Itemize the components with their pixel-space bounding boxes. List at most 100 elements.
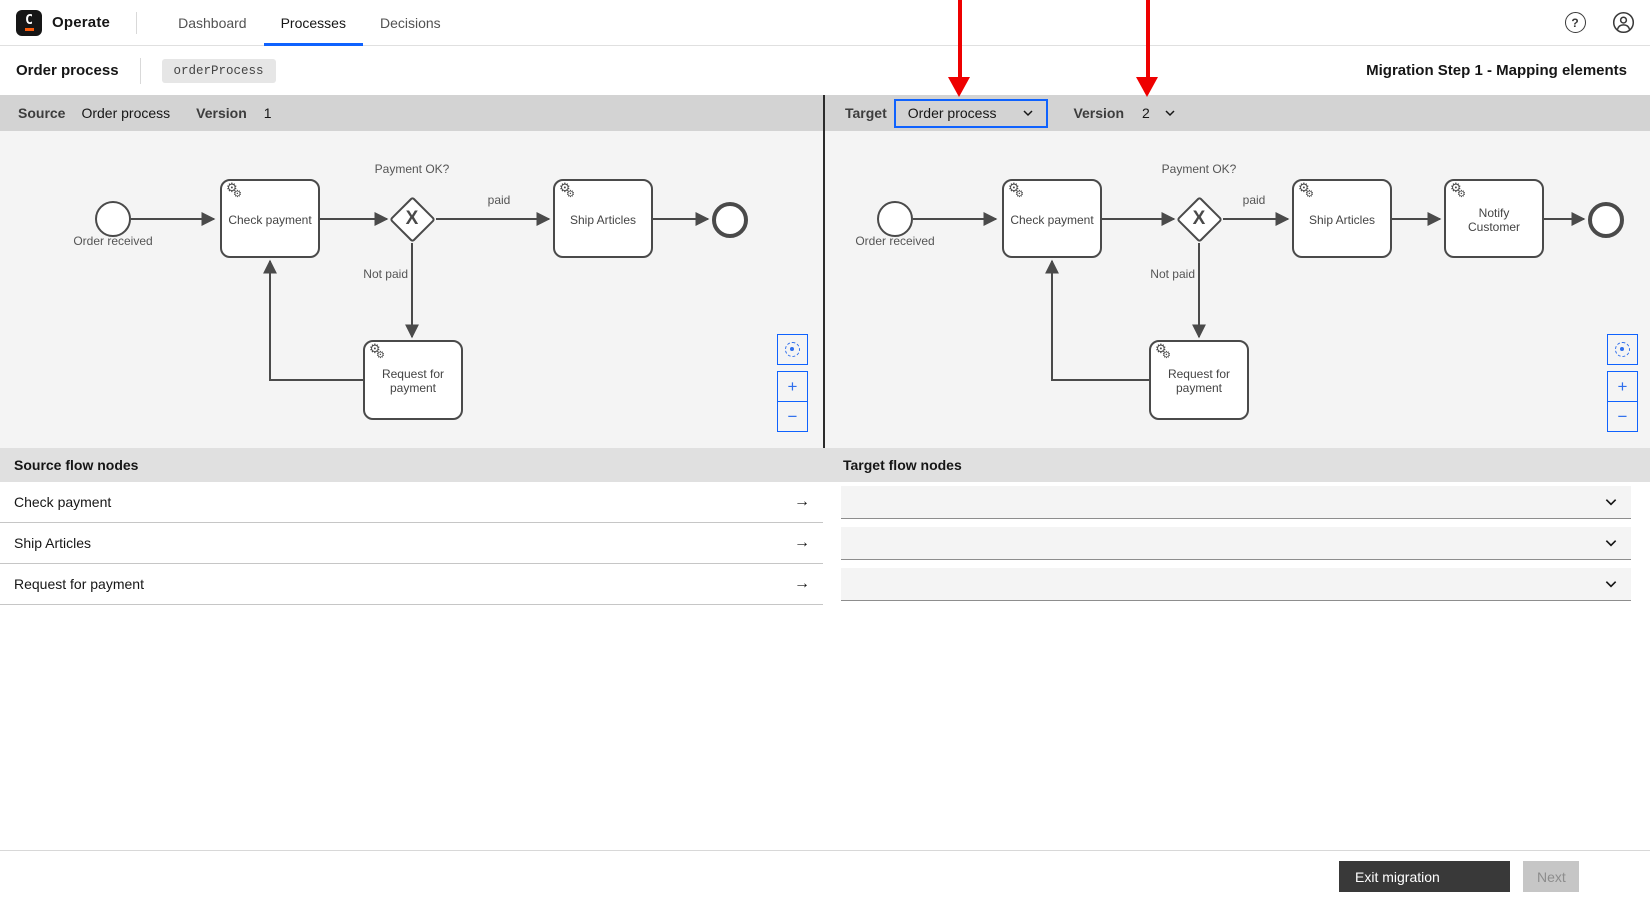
diagram-panels: Source Order process Version 1 xyxy=(0,95,1650,448)
source-flow-nodes-header: Source flow nodes xyxy=(14,457,139,473)
task-label: Notify Customer xyxy=(1467,205,1520,234)
target-version-value: 2 xyxy=(1142,105,1150,121)
service-task-icon: ⚙⚙ xyxy=(1008,181,1024,201)
target-flow-node-cell xyxy=(823,523,1650,564)
reset-zoom-icon xyxy=(785,342,800,357)
tab-decisions-label: Decisions xyxy=(379,14,441,31)
chevron-down-icon xyxy=(1023,110,1033,117)
source-flow-node-name: Request for payment xyxy=(14,576,144,592)
mapping-row: Check payment → xyxy=(0,482,1650,523)
task-request-for-payment[interactable]: ⚙⚙ Request for payment xyxy=(363,340,463,420)
reset-zoom-icon xyxy=(1615,342,1630,357)
process-id-badge: orderProcess xyxy=(161,58,276,83)
start-event-label: Order received xyxy=(73,234,153,248)
mapping-table-header: Source flow nodes Target flow nodes xyxy=(0,448,1650,482)
logo-cursor xyxy=(24,28,34,31)
task-check-payment[interactable]: ⚙⚙ Check payment xyxy=(220,179,320,258)
exit-migration-button[interactable]: Exit migration xyxy=(1339,861,1510,892)
diagram-reset-zoom-button[interactable] xyxy=(777,334,808,365)
target-diagram: Order received ⚙⚙ Check payment X Paymen… xyxy=(825,131,1650,448)
tab-dashboard-label: Dashboard xyxy=(178,14,247,31)
edge-label-not-paid: Not paid xyxy=(363,267,408,281)
task-request-for-payment[interactable]: ⚙⚙ Request for payment xyxy=(1149,340,1249,420)
gateway-x-marker: X xyxy=(405,208,419,229)
arrow-right-icon: → xyxy=(794,575,810,592)
arrow-right-icon: → xyxy=(794,493,810,510)
process-header-divider xyxy=(139,57,141,84)
user-button[interactable] xyxy=(1606,6,1640,40)
migration-step-title: Migration Step 1 - Mapping elements xyxy=(1366,62,1627,79)
tab-processes[interactable]: Processes xyxy=(264,0,363,46)
source-flow-node-cell: Check payment → xyxy=(0,482,823,523)
task-label: Ship Articles xyxy=(569,212,637,227)
edge-label-paid: paid xyxy=(1242,193,1266,207)
diagram-zoom-out-button[interactable]: − xyxy=(1607,401,1638,432)
service-task-icon: ⚙⚙ xyxy=(1155,342,1171,362)
footer-bar: Exit migration Next xyxy=(0,850,1650,900)
task-label: Check payment xyxy=(228,212,312,227)
next-button[interactable]: Next xyxy=(1523,861,1579,892)
target-flow-node-select[interactable] xyxy=(841,568,1631,601)
source-flow-node-name: Ship Articles xyxy=(14,535,92,551)
source-flow-node-cell: Ship Articles → xyxy=(0,523,823,564)
mapping-table: Source flow nodes Target flow nodes Chec… xyxy=(0,448,1650,605)
diagram-zoom-in-button[interactable]: + xyxy=(1607,371,1638,402)
source-label: Source xyxy=(18,105,66,121)
source-flow-node-cell: Request for payment → xyxy=(0,564,823,605)
task-ship-articles[interactable]: ⚙⚙ Ship Articles xyxy=(553,179,653,258)
diagram-zoom-in-button[interactable]: + xyxy=(777,371,808,402)
source-version-value: 1 xyxy=(263,105,272,121)
end-event xyxy=(1588,202,1624,238)
main-nav-tabs: Dashboard Processes Decisions xyxy=(161,0,458,46)
camunda-logo: C xyxy=(16,9,42,36)
edge-label-not-paid: Not paid xyxy=(1150,267,1195,281)
target-flow-node-cell xyxy=(823,564,1650,605)
mapping-row: Ship Articles → xyxy=(0,523,1650,564)
process-header: Order process orderProcess Migration Ste… xyxy=(0,46,1650,95)
app-title: Operate xyxy=(52,14,111,31)
start-event xyxy=(877,201,913,237)
source-panel-header: Source Order process Version 1 xyxy=(0,95,823,131)
user-icon xyxy=(1612,11,1634,34)
diagram-zoom-out-button[interactable]: − xyxy=(777,401,808,432)
help-icon: ? xyxy=(1564,12,1586,33)
tab-decisions[interactable]: Decisions xyxy=(363,0,458,46)
source-diagram: Order received ⚙⚙ Check payment X Paymen… xyxy=(0,131,823,448)
chevron-down-icon xyxy=(1605,540,1617,547)
source-connectors xyxy=(131,212,710,381)
diagram-reset-zoom-button[interactable] xyxy=(1607,334,1638,365)
service-task-icon: ⚙⚙ xyxy=(226,181,242,201)
edge-label-paid: paid xyxy=(487,193,511,207)
chevron-down-icon xyxy=(1605,499,1617,506)
task-notify-customer[interactable]: ⚙⚙ Notify Customer xyxy=(1444,179,1544,258)
target-panel: Target Order process Version 2 xyxy=(823,95,1650,448)
arrow-right-icon: → xyxy=(794,534,810,551)
target-flow-node-select[interactable] xyxy=(841,527,1631,560)
source-panel: Source Order process Version 1 xyxy=(0,95,823,448)
service-task-icon: ⚙⚙ xyxy=(559,181,575,201)
gateway-label: Payment OK? xyxy=(374,162,450,176)
task-ship-articles[interactable]: ⚙⚙ Ship Articles xyxy=(1292,179,1392,258)
target-version-select[interactable]: 2 xyxy=(1142,105,1176,121)
service-task-icon: ⚙⚙ xyxy=(1298,181,1314,201)
target-process-select-value: Order process xyxy=(907,105,997,121)
target-flow-node-cell xyxy=(823,482,1650,523)
target-connectors xyxy=(913,212,1586,381)
source-process-name: Order process xyxy=(81,105,171,121)
plus-icon: + xyxy=(1617,376,1628,396)
service-task-icon: ⚙⚙ xyxy=(369,342,385,362)
task-label: Ship Articles xyxy=(1308,212,1376,227)
logo-letter: C xyxy=(25,13,33,28)
task-label: Request for payment xyxy=(381,367,445,395)
source-flow-node-name: Check payment xyxy=(14,494,112,510)
task-check-payment[interactable]: ⚙⚙ Check payment xyxy=(1002,179,1102,258)
target-process-select[interactable]: Order process xyxy=(893,98,1049,128)
tab-dashboard[interactable]: Dashboard xyxy=(161,0,264,46)
target-label: Target xyxy=(845,105,887,121)
mapping-row: Request for payment → xyxy=(0,564,1650,605)
target-flow-node-select[interactable] xyxy=(841,486,1631,519)
start-event-label: Order received xyxy=(855,234,935,248)
help-button[interactable]: ? xyxy=(1558,6,1592,40)
target-version-label: Version xyxy=(1073,105,1125,121)
